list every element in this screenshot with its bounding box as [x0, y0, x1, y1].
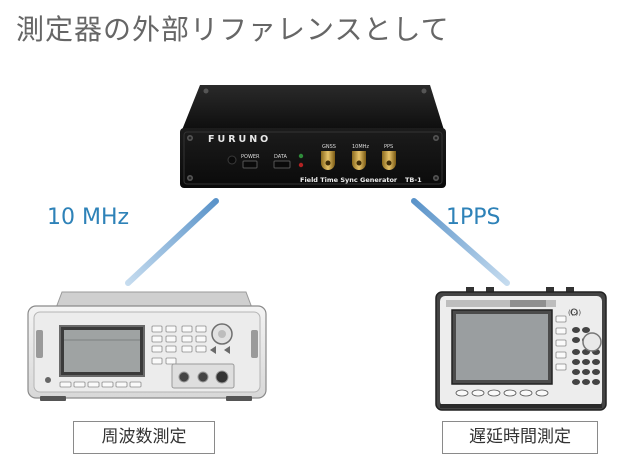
caption-frequency-measurement: 周波数測定 [73, 421, 215, 454]
signal-label-1pps: 1PPS [446, 205, 501, 230]
signal-analyzer-icon: ((·)) [435, 287, 607, 411]
svg-text:((·)): ((·)) [568, 309, 581, 317]
tb1-device-icon: FURUNO POWER DATA GNSS 10MHz PPS Field T… [180, 85, 446, 188]
power-port [242, 160, 258, 169]
frequency-counter-icon [27, 291, 267, 401]
pps-port-label: PPS [384, 144, 393, 150]
pps-connector-icon [382, 151, 396, 170]
page-title: 測定器の外部リファレンスとして [16, 13, 450, 46]
10mhz-connector-icon [352, 151, 366, 170]
data-port-label: DATA [274, 154, 287, 160]
status-led-red [298, 162, 304, 168]
gnss-connector-icon [321, 151, 335, 170]
brand-logo: FURUNO [208, 134, 271, 145]
signal-label-10mhz: 10 MHz [47, 205, 130, 230]
10mhz-port-label: 10MHz [352, 144, 369, 150]
model-name: TB-1 [405, 176, 422, 184]
power-port-label: POWER [241, 154, 260, 160]
product-name: Field Time Sync Generator [300, 176, 398, 184]
data-port [273, 160, 291, 169]
status-led-green [298, 153, 304, 159]
connection-line-10mhz [125, 198, 219, 286]
gnss-port-label: GNSS [322, 144, 336, 150]
caption-delay-measurement: 遅延時間測定 [442, 421, 598, 454]
connection-line-1pps [411, 198, 510, 286]
